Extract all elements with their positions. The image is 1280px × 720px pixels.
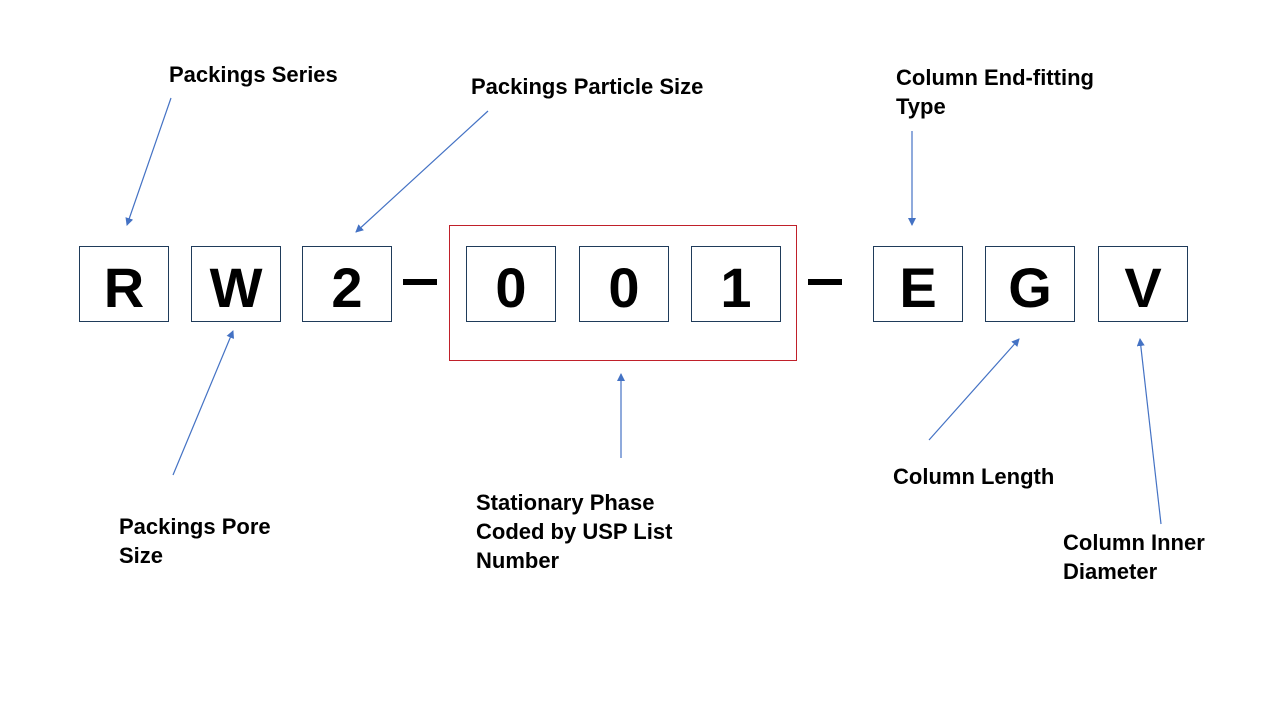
label-packings-pore-size-line-1: Packings Pore xyxy=(119,514,271,539)
label-stationary-phase-line-3: Number xyxy=(476,548,560,573)
label-packings-particle-size: Packings Particle Size xyxy=(471,74,704,99)
code-char-box-3: 2 xyxy=(302,246,392,322)
code-char-box-1: R xyxy=(79,246,169,322)
code-char-box-7: E xyxy=(873,246,963,322)
code-char-7: E xyxy=(899,255,937,319)
label-packings-pore-size-line-2: Size xyxy=(119,543,164,568)
label-column-inner-diameter: Column Inner Diameter xyxy=(1063,528,1205,586)
label-stationary-phase-line-1: Stationary Phase xyxy=(476,490,655,515)
code-char-2: W xyxy=(209,255,263,319)
code-char-1: R xyxy=(103,255,145,319)
code-char-6: 1 xyxy=(720,255,752,319)
label-packings-pore-size: Packings Pore Size xyxy=(119,512,271,570)
code-char-5: 0 xyxy=(608,255,640,319)
code-char-box-9: V xyxy=(1098,246,1188,322)
separator-dash-1 xyxy=(403,279,437,285)
code-char-box-2: W xyxy=(191,246,281,322)
code-char-9: V xyxy=(1124,255,1162,319)
code-char-box-8: G xyxy=(985,246,1075,322)
arrow-column-length xyxy=(928,338,1020,441)
arrow-column-inner-diameter xyxy=(1136,338,1162,525)
code-char-4: 0 xyxy=(495,255,527,319)
code-char-8: G xyxy=(1008,255,1052,319)
label-packings-series: Packings Series xyxy=(169,62,338,87)
code-char-3: 2 xyxy=(331,255,363,319)
code-char-box-5: 0 xyxy=(579,246,669,322)
label-stationary-phase: Stationary Phase Coded by USP List Numbe… xyxy=(476,488,672,575)
code-char-box-4: 0 xyxy=(466,246,556,322)
label-column-end-fitting-type: Column End-fitting Type xyxy=(896,63,1094,121)
stationary-phase-highlight-box xyxy=(449,225,797,361)
arrow-packings-series xyxy=(125,97,172,226)
arrow-packings-particle-size xyxy=(355,110,489,233)
label-column-inner-diameter-line-1: Column Inner xyxy=(1063,530,1205,555)
separator-dash-2 xyxy=(808,279,842,285)
code-char-box-6: 1 xyxy=(691,246,781,322)
label-stationary-phase-line-2: Coded by USP List xyxy=(476,519,673,544)
arrow-packings-pore-size xyxy=(172,330,234,476)
label-column-length: Column Length xyxy=(893,464,1055,489)
label-column-inner-diameter-line-2: Diameter xyxy=(1063,559,1158,584)
label-column-end-fitting-type-line-2: Type xyxy=(896,94,946,119)
label-column-end-fitting-type-line-1: Column End-fitting xyxy=(896,65,1094,90)
